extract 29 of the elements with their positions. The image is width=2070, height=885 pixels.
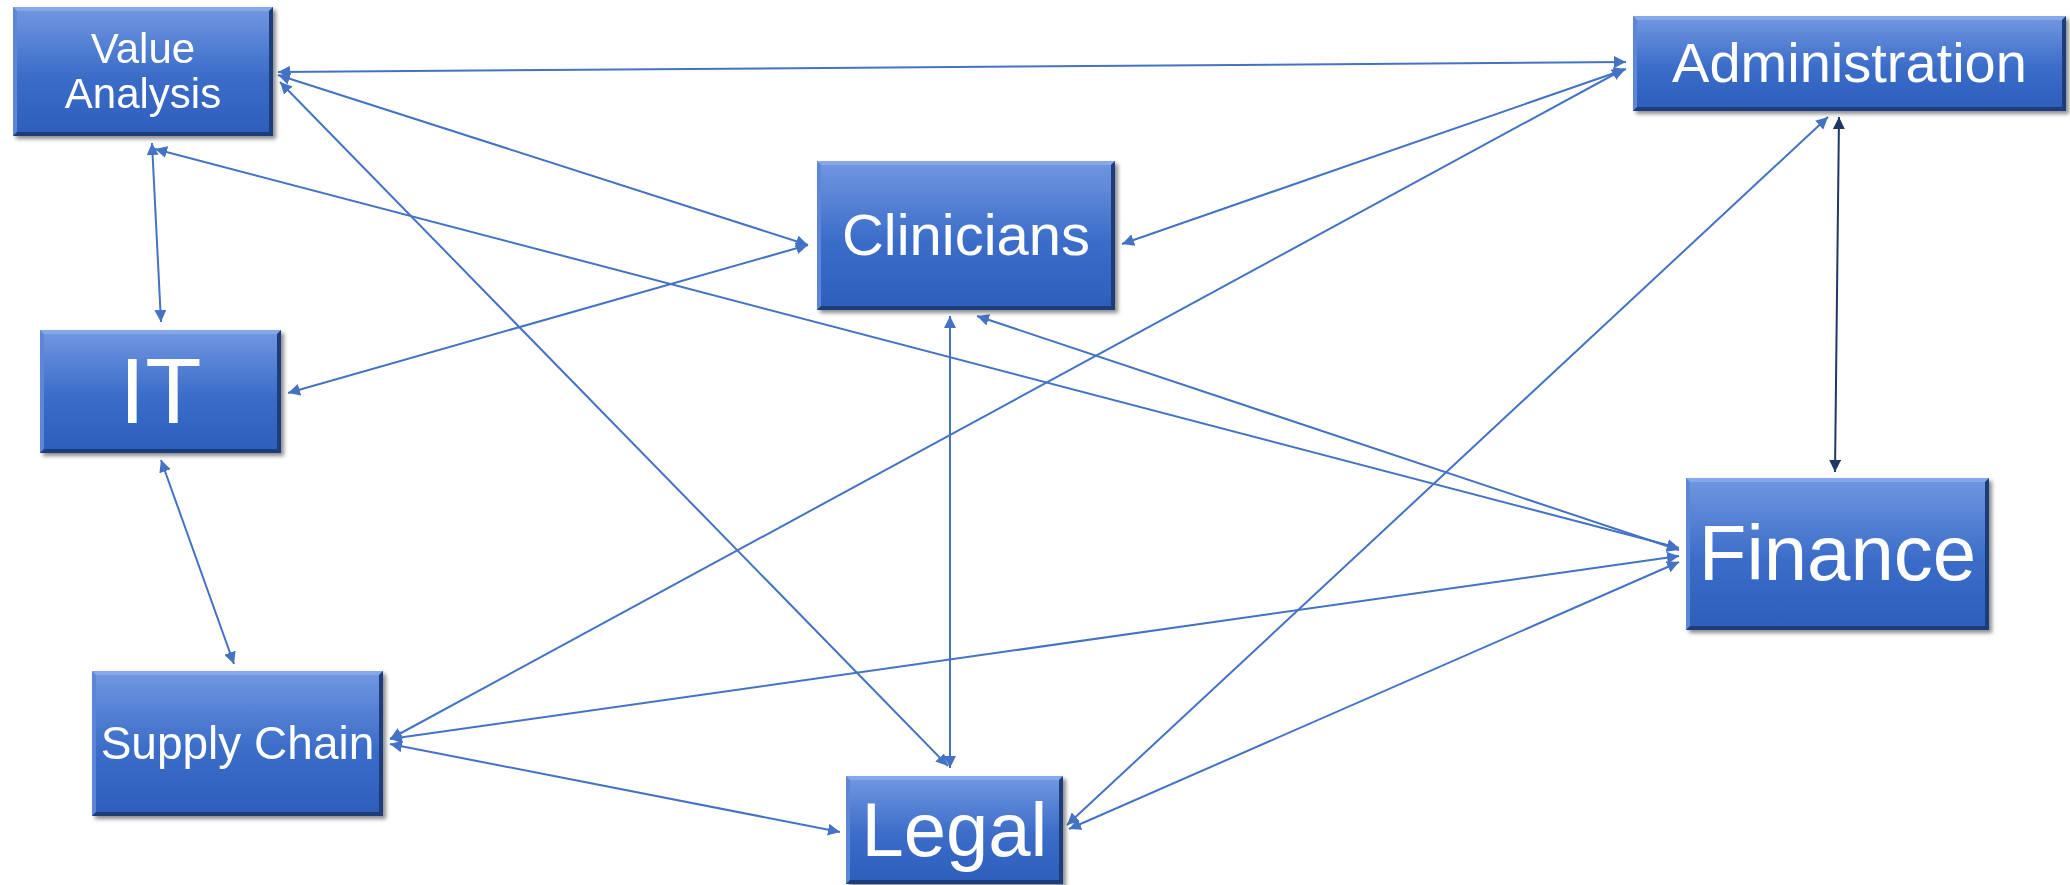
department-box [846, 776, 1063, 884]
double-arrow [1068, 561, 1680, 830]
department-box [92, 671, 383, 816]
double-arrow [146, 142, 167, 323]
double-arrow [1066, 116, 1829, 826]
department-box [40, 330, 281, 453]
double-arrow [389, 740, 841, 836]
department-box [817, 161, 1115, 310]
double-arrow [389, 68, 1625, 740]
double-arrow [159, 459, 236, 665]
double-arrow [287, 242, 809, 396]
node-label: IT [119, 343, 202, 440]
node-label: Supply Chain [100, 719, 375, 768]
double-arrow [389, 551, 1680, 744]
double-arrow [154, 146, 1680, 551]
double-arrow [1121, 67, 1627, 246]
double-arrow [944, 315, 956, 769]
double-arrow [277, 72, 809, 248]
node-label: Finance [1698, 513, 1977, 595]
node-label: Legal [861, 790, 1048, 870]
double-arrow [279, 81, 949, 767]
department-box [13, 7, 273, 136]
node-label: Administration [1672, 34, 2027, 93]
double-arrow [1829, 116, 1845, 473]
department-box [1633, 16, 2066, 111]
department-box [1686, 478, 1989, 630]
double-arrow [976, 314, 1680, 552]
node-label: Value Analysis [63, 27, 223, 116]
node-label: Clinicians [841, 205, 1091, 266]
